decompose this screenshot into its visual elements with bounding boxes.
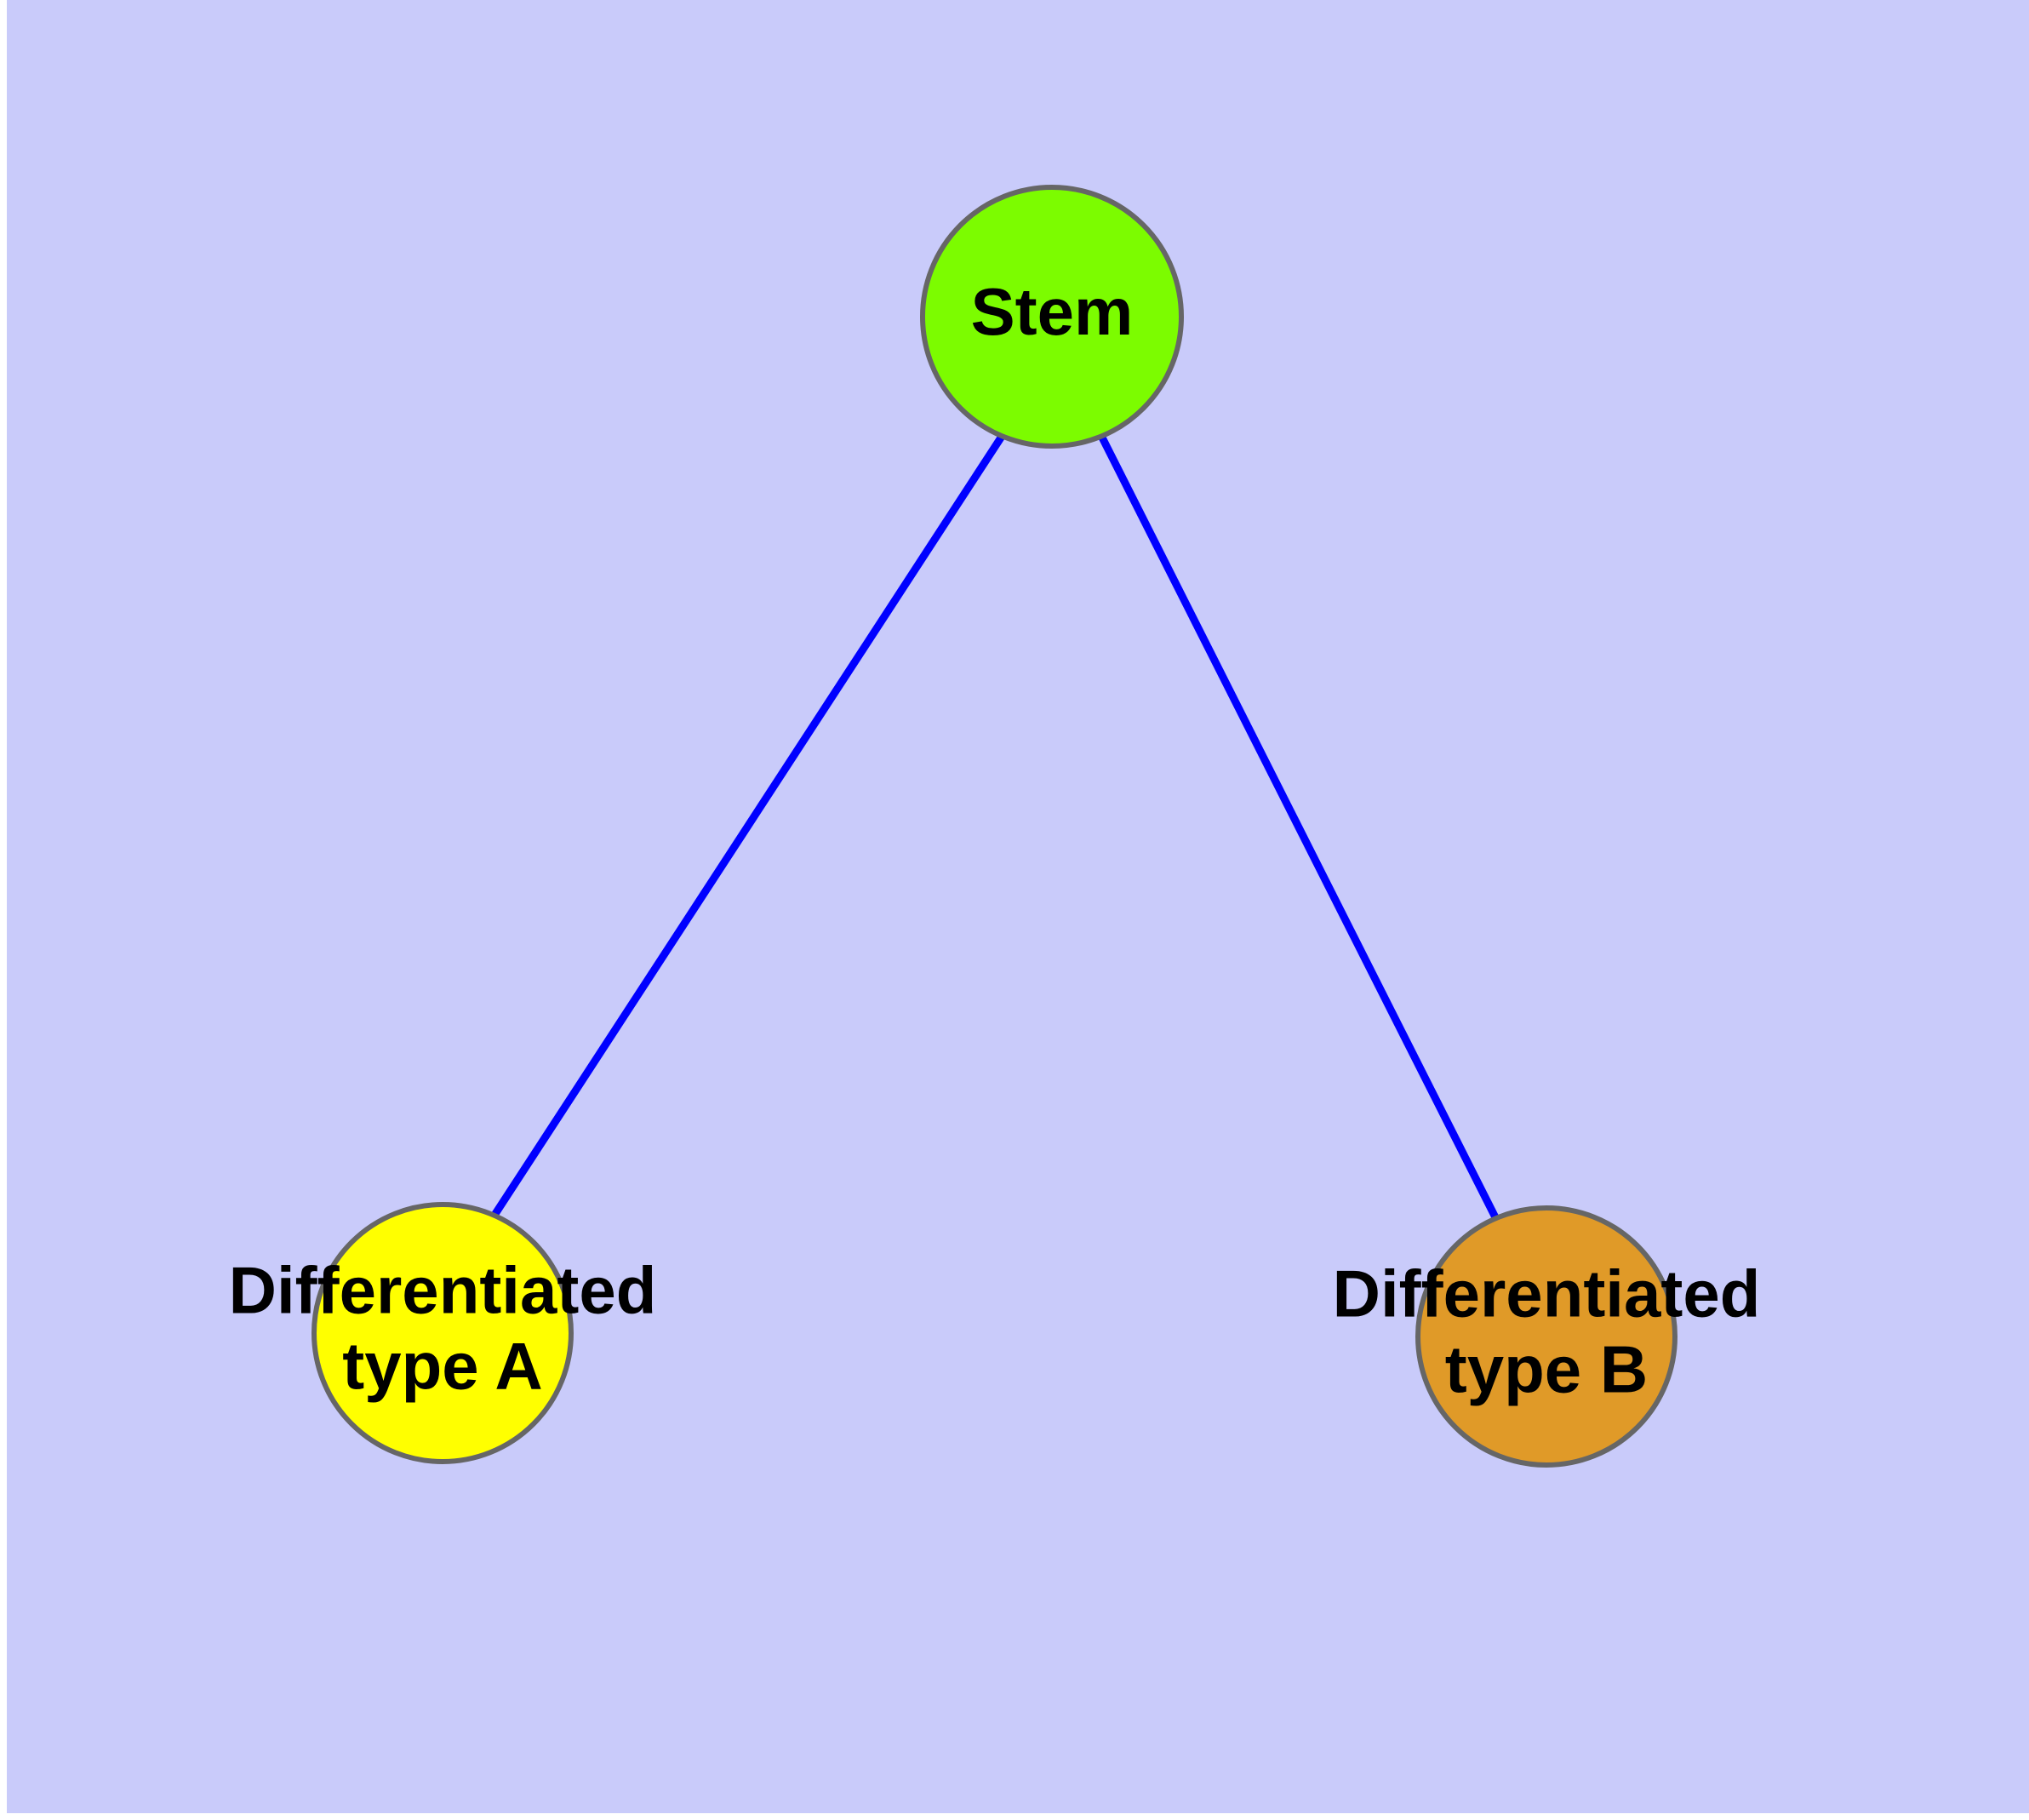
node-stem[interactable]: Stem	[920, 185, 1184, 449]
node-stem-circle[interactable]	[920, 185, 1184, 449]
node-differentiated-type-a-circle[interactable]	[311, 1202, 574, 1464]
edge-stem-to-differentiated-type-a[interactable]	[489, 430, 1008, 1222]
edge-layer	[489, 430, 1502, 1225]
node-stem-label: Stem	[971, 274, 1134, 349]
edge-stem-to-differentiated-type-b[interactable]	[1095, 430, 1502, 1225]
node-differentiated-type-b-circle[interactable]	[1415, 1205, 1677, 1468]
